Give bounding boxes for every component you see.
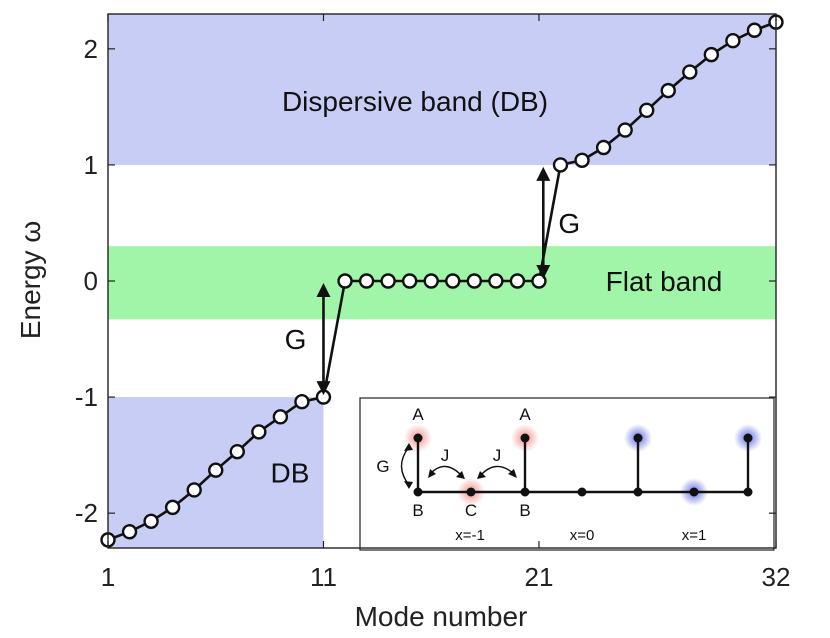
data-point-2 <box>121 524 138 540</box>
inset-site-7 <box>577 487 587 497</box>
inset-label-g: G <box>376 457 389 476</box>
x-tick-label-3: 32 <box>762 562 791 592</box>
data-point-13 <box>358 273 375 289</box>
data-point-14 <box>380 273 396 289</box>
data-point-19 <box>488 273 504 289</box>
data-point-15 <box>401 273 418 289</box>
data-point-16 <box>423 273 439 289</box>
inset-arrowhead <box>404 481 413 489</box>
data-point-6 <box>208 462 224 478</box>
data-point-8 <box>251 424 267 440</box>
arrow-label-g-upper: G <box>558 208 580 239</box>
inset-cell-label-minus1: x=-1 <box>455 527 485 544</box>
arrow-g-upper-head-top <box>536 166 551 181</box>
inset-arrowhead <box>456 471 465 479</box>
y-axis-title: Energy ω <box>15 221 46 339</box>
inset-site-3 <box>743 433 753 443</box>
inset-site-5 <box>466 487 476 497</box>
data-point-28 <box>682 64 698 80</box>
data-point-12 <box>337 273 353 289</box>
band-label-dispersive: Dispersive band (DB) <box>282 86 548 117</box>
data-point-27 <box>660 82 676 99</box>
inset-site-2 <box>633 433 643 443</box>
x-tick-label-0: 1 <box>101 562 115 592</box>
inset-cell-label-0: x=0 <box>570 527 595 544</box>
inset-arrowhead <box>477 471 486 479</box>
data-point-5 <box>186 482 202 498</box>
inset-arrowhead <box>404 443 413 451</box>
y-tick-label-0: 2 <box>84 34 98 64</box>
inset-lattice-schematic: A A B B C G J J x=-1 x=0 x=1 <box>359 397 775 551</box>
arrow-g-lower-head-bottom <box>316 381 331 396</box>
band-label-db: DB <box>271 458 310 489</box>
band-label-flat: Flat band <box>606 266 723 297</box>
data-point-26 <box>639 102 655 119</box>
inset-site-4 <box>413 487 423 497</box>
data-point-30 <box>725 33 741 49</box>
x-tick-label-1: 11 <box>310 562 337 592</box>
data-point-7 <box>229 443 245 460</box>
inset-label-c: C <box>465 501 477 520</box>
band-flat <box>108 246 776 320</box>
inset-site-0 <box>413 433 423 443</box>
inset-site-9 <box>689 487 699 497</box>
coupling-arrows <box>316 166 551 396</box>
inset-site-6 <box>520 487 530 497</box>
y-tick-label-1: 1 <box>84 150 98 180</box>
inset-label-b-right: B <box>519 501 530 520</box>
data-point-23 <box>574 152 590 168</box>
arrow-g-lower-head-top <box>316 283 331 297</box>
data-point-29 <box>703 46 720 63</box>
y-tick-label-3: -1 <box>75 382 98 412</box>
x-tick-label-2: 21 <box>525 562 554 592</box>
inset-label-a-left: A <box>412 405 424 424</box>
y-tick-label-2: 0 <box>84 266 98 296</box>
inset-label-b-left: B <box>412 501 423 520</box>
inset-site-1 <box>520 433 530 443</box>
y-tick-label-4: -2 <box>75 498 98 528</box>
x-axis-title: Mode number <box>355 601 528 632</box>
arrow-label-g-lower: G <box>285 324 307 355</box>
data-point-18 <box>466 273 483 289</box>
data-point-31 <box>746 22 763 38</box>
inset-site-10 <box>743 487 753 497</box>
data-point-3 <box>143 513 159 529</box>
data-point-24 <box>595 139 612 156</box>
data-point-20 <box>509 273 526 289</box>
inset-sites <box>413 433 753 497</box>
data-point-10 <box>294 394 310 410</box>
data-point-9 <box>272 409 289 425</box>
data-point-25 <box>617 122 633 138</box>
inset-label-j-right: J <box>493 446 502 465</box>
inset-label-j-left: J <box>441 446 450 465</box>
data-point-17 <box>445 273 461 289</box>
inset-cell-label-1: x=1 <box>682 527 707 544</box>
arrow-g-upper-head-bottom <box>536 265 551 279</box>
data-point-22 <box>552 157 569 173</box>
data-point-21 <box>531 273 547 289</box>
data-point-4 <box>164 499 181 516</box>
inset-label-a-right: A <box>519 405 531 424</box>
inset-arrowhead <box>428 469 436 478</box>
inset-arrowhead <box>508 469 517 478</box>
inset-site-8 <box>633 487 643 497</box>
inset-arrowheads <box>404 443 517 489</box>
